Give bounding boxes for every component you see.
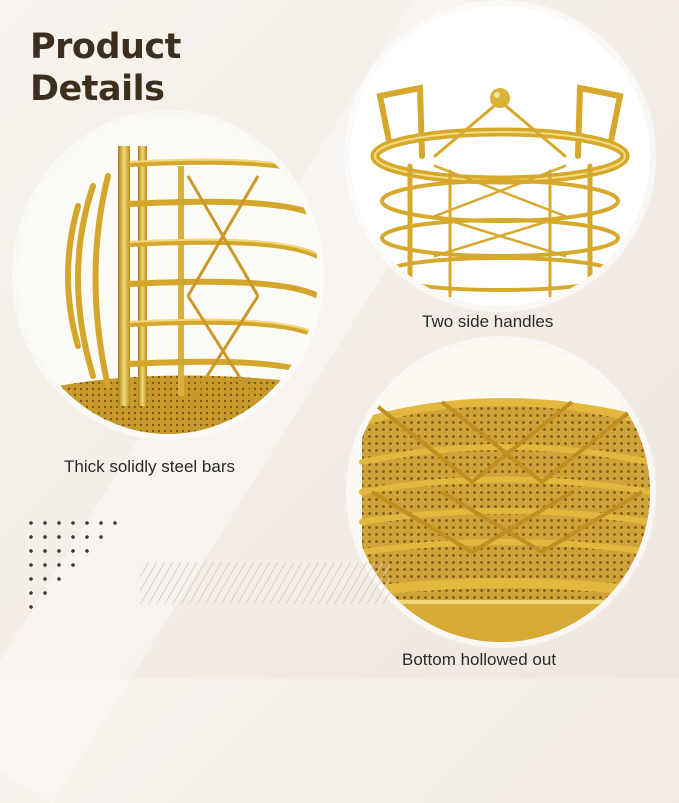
side-handles-photo (350, 6, 650, 306)
title-line-2: Details (30, 69, 165, 109)
side-handles-image (350, 6, 650, 306)
caption-steel-bars: Thick solidly steel bars (64, 457, 236, 476)
caption-hollowed-bottom: Bottom hollowed out (402, 650, 557, 669)
steel-bars-photo (18, 116, 318, 434)
title-line-1: Product (30, 27, 181, 67)
caption-side-handles: Two side handles (422, 312, 554, 331)
decorative-hatch-lines (140, 562, 390, 604)
steel-bars-image (18, 116, 318, 434)
hollowed-bottom-image (352, 342, 650, 642)
page-title: Product Details (30, 26, 181, 110)
hollowed-bottom-photo (352, 342, 650, 642)
